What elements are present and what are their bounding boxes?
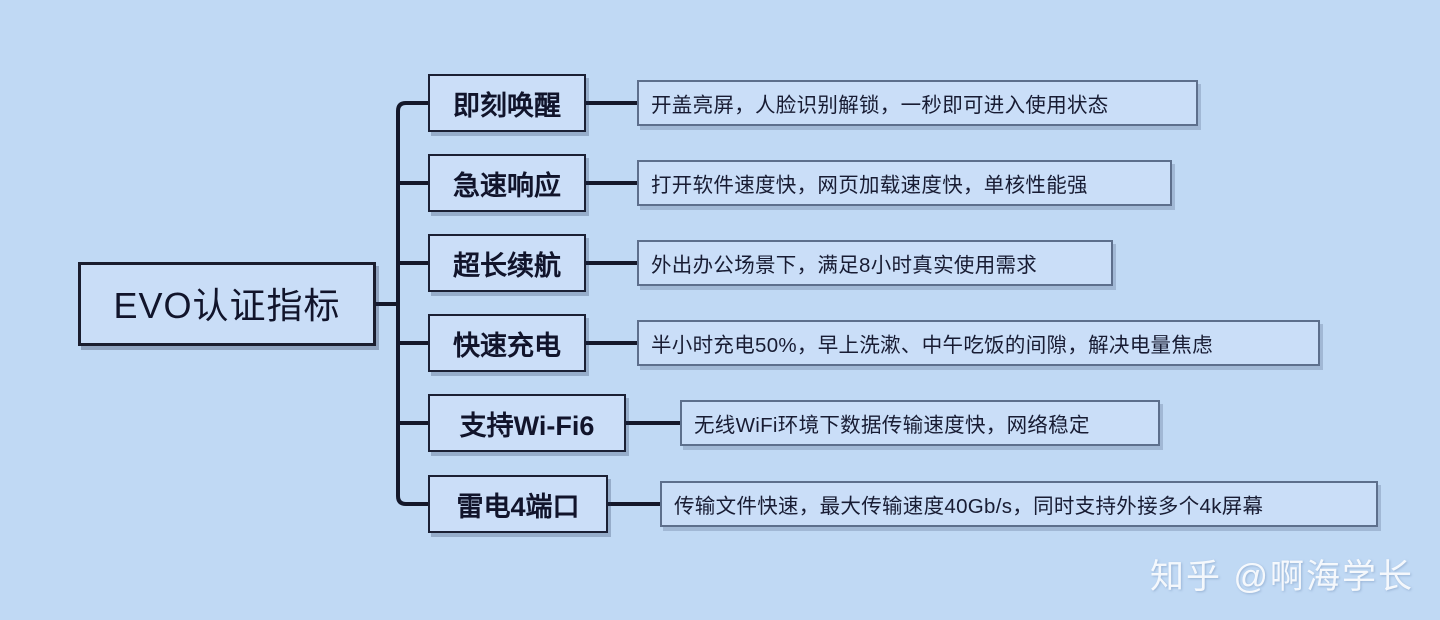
- branch-node-5[interactable]: 支持Wi-Fi6: [428, 394, 626, 452]
- branch-node-4-label: 快速充电: [453, 330, 561, 361]
- root-node[interactable]: EVO认证指标: [78, 262, 376, 346]
- watermark-text: 知乎 @啊海学长: [1150, 558, 1414, 596]
- branch-node-4[interactable]: 快速充电: [428, 314, 586, 372]
- branch-node-1[interactable]: 即刻唤醒: [428, 74, 586, 132]
- branch-node-6-label: 雷电4端口: [456, 491, 580, 522]
- branch-desc-6[interactable]: 传输文件快速，最大传输速度40Gb/s，同时支持外接多个4k屏幕: [660, 481, 1378, 527]
- branch-node-3[interactable]: 超长续航: [428, 234, 586, 292]
- branch-node-2[interactable]: 急速响应: [428, 154, 586, 212]
- branch-desc-1-text: 开盖亮屏，人脸识别解锁，一秒即可进入使用状态: [651, 94, 1109, 117]
- branch-desc-4[interactable]: 半小时充电50%，早上洗漱、中午吃饭的间隙，解决电量焦虑: [637, 320, 1320, 366]
- branch-desc-3-text: 外出办公场景下，满足8小时真实使用需求: [651, 254, 1038, 277]
- watermark: 知乎 @啊海学长: [1150, 549, 1414, 598]
- branch-elbow-1: [396, 101, 430, 113]
- branch-desc-3[interactable]: 外出办公场景下，满足8小时真实使用需求: [637, 240, 1113, 286]
- branch-desc-4-text: 半小时充电50%，早上洗漱、中午吃饭的间隙，解决电量焦虑: [651, 334, 1213, 357]
- branch-desc-5-text: 无线WiFi环境下数据传输速度快，网络稳定: [694, 414, 1090, 437]
- branch-node-5-label: 支持Wi-Fi6: [459, 410, 595, 441]
- branch-node-3-label: 超长续航: [453, 250, 561, 281]
- branch-desc-6-text: 传输文件快速，最大传输速度40Gb/s，同时支持外接多个4k屏幕: [674, 495, 1264, 518]
- branch-desc-1[interactable]: 开盖亮屏，人脸识别解锁，一秒即可进入使用状态: [637, 80, 1198, 126]
- branch-desc-2[interactable]: 打开软件速度快，网页加载速度快，单核性能强: [637, 160, 1172, 206]
- branch-node-2-label: 急速响应: [453, 170, 561, 201]
- root-node-label: EVO认证指标: [113, 285, 341, 326]
- branch-node-6[interactable]: 雷电4端口: [428, 475, 608, 533]
- branch-elbow-6: [396, 494, 430, 506]
- branch-desc-2-text: 打开软件速度快，网页加载速度快，单核性能强: [651, 174, 1088, 197]
- branch-node-1-label: 即刻唤醒: [453, 90, 561, 121]
- branch-desc-5[interactable]: 无线WiFi环境下数据传输速度快，网络稳定: [680, 400, 1160, 446]
